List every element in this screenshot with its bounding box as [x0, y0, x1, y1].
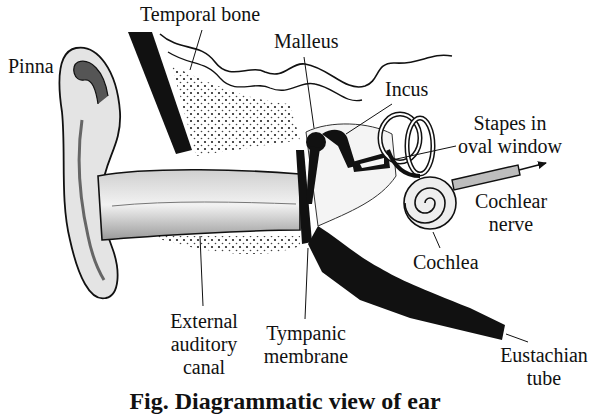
part-label: Cochlea	[413, 251, 479, 274]
tissue-stipple	[150, 236, 300, 254]
bone-outline-inner	[168, 52, 362, 101]
incus	[322, 130, 356, 168]
part-label: Temporal bone	[140, 3, 260, 26]
temporal-bone	[128, 32, 192, 154]
cochlea-spiral	[405, 188, 445, 223]
part-label: Eustachian tube	[498, 344, 590, 390]
cochlear-nerve	[452, 165, 520, 190]
leader-lines	[190, 30, 528, 342]
nerve-arrow	[519, 163, 546, 170]
cochlea-body	[404, 177, 456, 229]
part-label: Stapes in oval window	[455, 112, 565, 158]
leader-line	[305, 248, 308, 319]
part-label: Tympanic membrane	[258, 322, 354, 368]
malleus-handle	[306, 146, 320, 204]
pinna-helix	[74, 61, 108, 104]
canal-inner-line	[112, 202, 296, 206]
auditory-canal	[98, 170, 300, 240]
part-label: Malleus	[274, 30, 338, 53]
semicircular-canal	[407, 118, 433, 174]
leader-line	[346, 104, 392, 134]
part-label: Cochlear nerve	[462, 190, 560, 236]
vestibule	[388, 150, 420, 176]
part-label: Pinna	[8, 55, 54, 78]
leader-line	[506, 334, 528, 342]
leader-line	[304, 57, 314, 128]
leader-line	[392, 146, 456, 160]
semicircular-canal	[407, 118, 433, 174]
leader-line	[200, 236, 203, 306]
figure-caption: Fig. Diagrammatic view of ear	[129, 388, 440, 414]
part-label: External auditory canal	[163, 310, 245, 379]
part-label: Incus	[385, 78, 428, 101]
leader-line	[190, 30, 202, 70]
pinna	[59, 48, 120, 299]
bone-stipple	[172, 66, 300, 156]
leader-line	[433, 232, 440, 248]
